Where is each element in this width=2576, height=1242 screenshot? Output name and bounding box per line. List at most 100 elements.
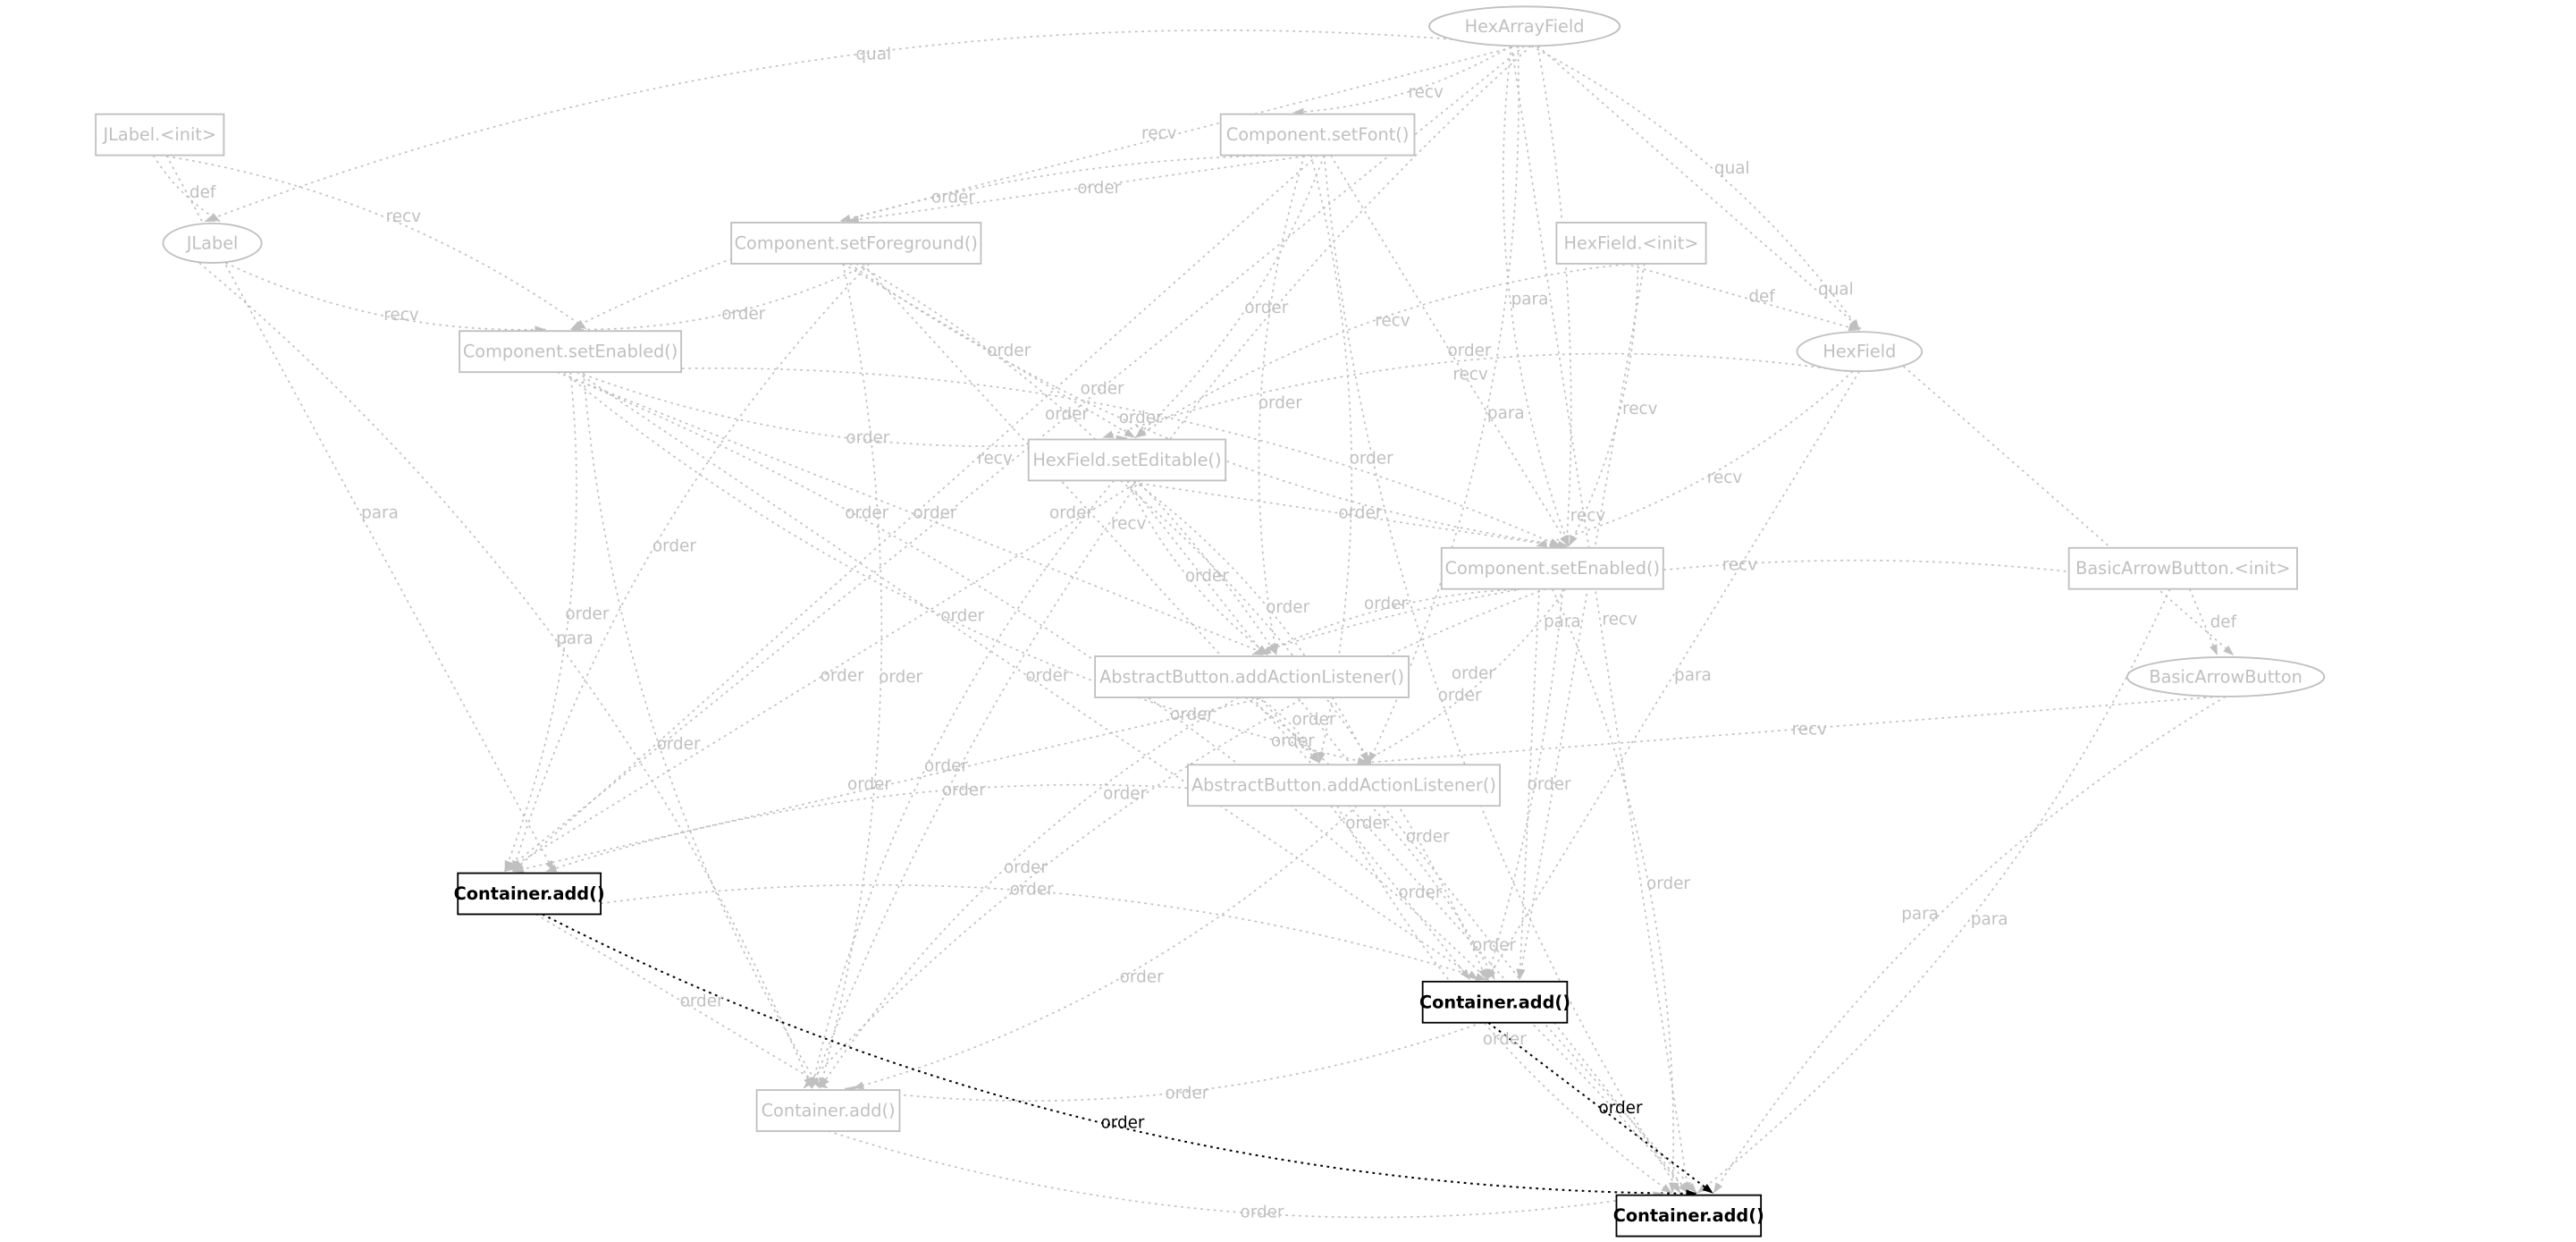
edge-label: recv — [1792, 721, 1828, 739]
edge-line — [1244, 697, 1496, 981]
node-label: AbstractButton.addActionListener() — [1191, 775, 1496, 796]
edge-label: para — [1511, 291, 1549, 309]
node-jlabel[interactable]: JLabel — [162, 222, 263, 264]
edge-line — [1134, 263, 1632, 439]
edge-label: recv — [1602, 611, 1637, 629]
edge-line — [576, 371, 1479, 981]
arrowhead-icon — [209, 213, 221, 223]
edge-label: order — [565, 604, 609, 623]
edge-hexFieldInit-hexField — [1624, 263, 1860, 332]
node-setEnabled2[interactable]: Component.setEnabled() — [1440, 546, 1664, 590]
edge-line — [839, 45, 1519, 222]
edge-addAction2-add2 — [1330, 805, 1471, 981]
edge-line — [2188, 588, 2218, 656]
edge-label: order — [1345, 815, 1389, 833]
edge-line — [811, 45, 1532, 1089]
edge-label: order — [1045, 405, 1089, 424]
edge-label: order — [1448, 342, 1492, 360]
node-add1[interactable]: Container.add() — [454, 872, 605, 916]
edge-basicArrowInit-basicArrow — [2188, 588, 2218, 656]
edge-line — [803, 587, 1546, 1089]
edge-basicArrow-add3 — [1713, 696, 2227, 1195]
edge-line — [848, 263, 1570, 547]
edge-line — [1519, 588, 1540, 980]
node-hexField[interactable]: HexField — [1796, 331, 1924, 373]
edge-label: order — [1646, 874, 1690, 893]
edge-line — [1713, 696, 2227, 1195]
edge-line — [1330, 805, 1471, 981]
node-shape — [457, 872, 602, 916]
edge-line — [529, 883, 1487, 981]
node-shape — [1421, 980, 1569, 1024]
node-basicArrow[interactable]: BasicArrowButton — [2126, 656, 2326, 697]
node-label: JLabel.<init> — [102, 124, 216, 145]
node-addAction2[interactable]: AbstractButton.addActionListener() — [1187, 764, 1501, 807]
edge-label: order — [1241, 1204, 1284, 1222]
edge-label: order — [1244, 299, 1288, 317]
node-setFont[interactable]: Component.setFont() — [1219, 113, 1416, 156]
node-basicArrowInit[interactable]: BasicArrowButton.<init> — [2067, 546, 2298, 590]
node-addGray[interactable]: Container.add() — [755, 1089, 901, 1132]
edge-setEditable-setEnabled2 — [1120, 479, 1562, 549]
edge-label: order — [1266, 598, 1309, 617]
node-label: HexArrayField — [1465, 16, 1585, 37]
node-add2[interactable]: Container.add() — [1419, 980, 1570, 1024]
edge-label: recv — [977, 450, 1013, 469]
edge-label: recv — [1111, 515, 1147, 534]
node-shape — [755, 1089, 901, 1132]
node-shape — [1615, 1194, 1763, 1238]
edge-label: order — [846, 428, 889, 447]
node-shape — [162, 222, 263, 264]
arrowhead-icon — [1310, 751, 1319, 764]
edge-label: order — [1103, 785, 1147, 804]
edge-label: recv — [1141, 124, 1177, 143]
edge-line — [582, 372, 821, 1089]
node-setEnabled1[interactable]: Component.setEnabled() — [459, 330, 683, 374]
edge-label: recv — [386, 207, 422, 226]
edge-label: order — [1004, 858, 1048, 877]
edge-label: qual — [1714, 159, 1750, 178]
arrowhead-icon — [810, 1077, 819, 1089]
arrowhead-icon — [504, 862, 517, 872]
edge-label: order — [1350, 449, 1393, 468]
edge-setEditable-add2 — [1120, 479, 1488, 981]
edge-hexArrayField-addGray — [811, 45, 1532, 1089]
edge-label: order — [1185, 567, 1229, 586]
node-label: HexField.setEditable() — [1032, 450, 1221, 470]
edge-line — [1126, 479, 1689, 1195]
edge-line — [1360, 696, 2219, 765]
node-setForeground[interactable]: Component.setForeground() — [730, 222, 982, 265]
arrowhead-icon — [512, 865, 525, 874]
node-hexFieldInit[interactable]: HexField.<init> — [1555, 222, 1707, 265]
edge-line — [204, 30, 1525, 223]
edge-line — [512, 263, 871, 872]
node-shape — [1027, 438, 1227, 482]
node-addAction1[interactable]: AbstractButton.addActionListener() — [1094, 655, 1410, 698]
edge-line — [198, 262, 812, 1089]
arrowhead-icon — [1475, 973, 1487, 981]
edge-line — [152, 155, 222, 223]
edge-label: order — [1483, 1030, 1527, 1049]
edge-line — [1511, 46, 1690, 1194]
edge-label: order — [942, 781, 986, 799]
edge-label: def — [1748, 288, 1775, 307]
edge-setEnabled1-add3 — [557, 371, 1689, 1195]
edge-label: recv — [1722, 556, 1758, 575]
edge-label: order — [1338, 504, 1382, 523]
arrowhead-icon — [1135, 428, 1147, 438]
edge-setEditable-add1 — [504, 479, 1141, 873]
edge-label: recv — [1375, 311, 1410, 330]
arrowhead-icon — [1557, 540, 1570, 549]
edge-setEnabled2-addGray — [803, 587, 1546, 1089]
node-setEditable[interactable]: HexField.setEditable() — [1027, 438, 1227, 482]
edge-line — [224, 262, 546, 331]
node-add3[interactable]: Container.add() — [1613, 1194, 1764, 1238]
node-shape — [1428, 5, 1621, 47]
node-hexArrayField[interactable]: HexArrayField — [1428, 5, 1621, 47]
node-label: HexField.<init> — [1564, 232, 1699, 253]
edge-hexFieldInit-setEditable — [1134, 263, 1632, 439]
edge-add2-addGray — [844, 1021, 1483, 1102]
node-shape — [1187, 764, 1501, 807]
node-jlabelInit[interactable]: JLabel.<init> — [95, 113, 225, 156]
edge-label: order — [680, 992, 724, 1010]
